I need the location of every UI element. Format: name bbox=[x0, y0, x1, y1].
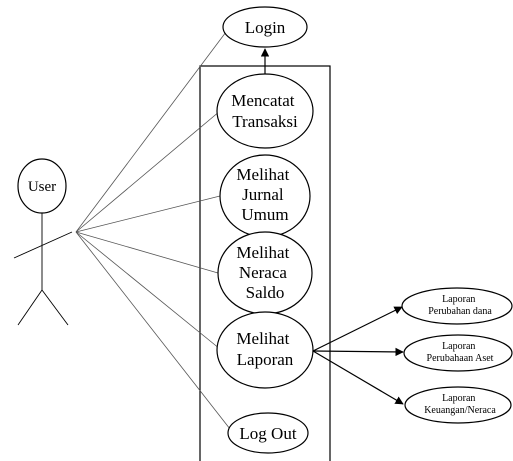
actor-label: User bbox=[28, 179, 56, 195]
log-out-oval bbox=[227, 412, 309, 454]
laporan-keuangan-neraca-line-2: Keuangan/Neraca bbox=[424, 405, 496, 416]
melihat-laporan-line-1: Melihat bbox=[236, 329, 289, 348]
laporan-perubahan-aset-line-2: Perubahaan Aset bbox=[427, 353, 494, 364]
arrow-keuangan-neraca bbox=[312, 350, 404, 405]
actor-associations bbox=[75, 31, 231, 430]
melihat-laporan-line-2: Laporan bbox=[237, 350, 294, 369]
melihat-neraca-saldo-line-3: Saldo bbox=[246, 283, 285, 302]
laporan-perubahan-aset-oval bbox=[403, 334, 513, 372]
laporan-perubahan-dana-line-2: Perubahan dana bbox=[428, 306, 492, 317]
use-case-laporan-perubahan-dana: Laporan Perubahan dana bbox=[401, 287, 513, 325]
melihat-jurnal-umum-line-3: Umum bbox=[241, 205, 288, 224]
use-case-login: Login bbox=[222, 6, 308, 48]
actor-right-leg bbox=[41, 289, 69, 326]
use-case-laporan-keuangan-neraca: Laporan Keuangan/Neraca bbox=[404, 386, 512, 424]
actor-arms bbox=[13, 231, 73, 259]
association-log-out bbox=[75, 231, 231, 430]
use-case-melihat-neraca-saldo: Melihat Neraca Saldo bbox=[217, 231, 313, 315]
melihat-jurnal-umum-line-2: Jurnal bbox=[242, 185, 284, 204]
use-case-laporan-perubahan-aset: Laporan Perubahaan Aset bbox=[403, 334, 513, 372]
actor-left-leg bbox=[17, 289, 43, 326]
actor-user: User bbox=[13, 158, 73, 326]
login-oval bbox=[222, 6, 308, 48]
laporan-keuangan-neraca-oval bbox=[404, 386, 512, 424]
laporan-perubahan-dana-label: Laporan Perubahan dana bbox=[428, 294, 492, 317]
arrow-perubahan-aset bbox=[312, 347, 404, 357]
association-login bbox=[75, 31, 227, 233]
mencatat-transaksi-line-1: Mencatat bbox=[231, 91, 295, 110]
association-mencatat-transaksi bbox=[75, 110, 221, 233]
use-case-melihat-jurnal-umum: Melihat Jurnal Umum bbox=[219, 154, 311, 238]
mencatat-transaksi-line-2: Transaksi bbox=[232, 112, 298, 131]
mencatat-transaksi-oval bbox=[216, 73, 314, 149]
melihat-laporan-oval bbox=[216, 311, 314, 389]
melihat-neraca-saldo-label: Melihat Neraca Saldo bbox=[236, 243, 293, 302]
melihat-jurnal-umum-line-1: Melihat bbox=[236, 165, 289, 184]
melihat-neraca-saldo-line-2: Neraca bbox=[239, 263, 288, 282]
association-melihat-neraca-saldo bbox=[75, 231, 219, 274]
association-melihat-laporan bbox=[75, 231, 221, 350]
laporan-perubahan-aset-line-1: Laporan bbox=[442, 341, 475, 352]
association-melihat-jurnal-umum bbox=[75, 195, 221, 233]
laporan-keuangan-neraca-line-1: Laporan bbox=[442, 393, 475, 404]
arrow-perubahan-dana bbox=[312, 306, 403, 352]
mencatat-transaksi-label: Mencatat Transaksi bbox=[231, 91, 299, 131]
laporan-extensions bbox=[312, 306, 404, 405]
laporan-perubahan-aset-label: Laporan Perubahaan Aset bbox=[427, 341, 494, 364]
log-out-label: Log Out bbox=[239, 424, 296, 443]
use-case-melihat-laporan: Melihat Laporan bbox=[216, 311, 314, 389]
melihat-laporan-label: Melihat Laporan bbox=[236, 329, 293, 369]
use-case-log-out: Log Out bbox=[227, 412, 309, 454]
use-case-mencatat-transaksi: Mencatat Transaksi bbox=[216, 73, 314, 149]
melihat-neraca-saldo-line-1: Melihat bbox=[236, 243, 289, 262]
laporan-perubahan-dana-line-1: Laporan bbox=[442, 294, 475, 305]
laporan-keuangan-neraca-label: Laporan Keuangan/Neraca bbox=[424, 393, 496, 416]
login-label: Login bbox=[245, 18, 286, 37]
laporan-perubahan-dana-oval bbox=[401, 287, 513, 325]
melihat-jurnal-umum-label: Melihat Jurnal Umum bbox=[236, 165, 293, 224]
